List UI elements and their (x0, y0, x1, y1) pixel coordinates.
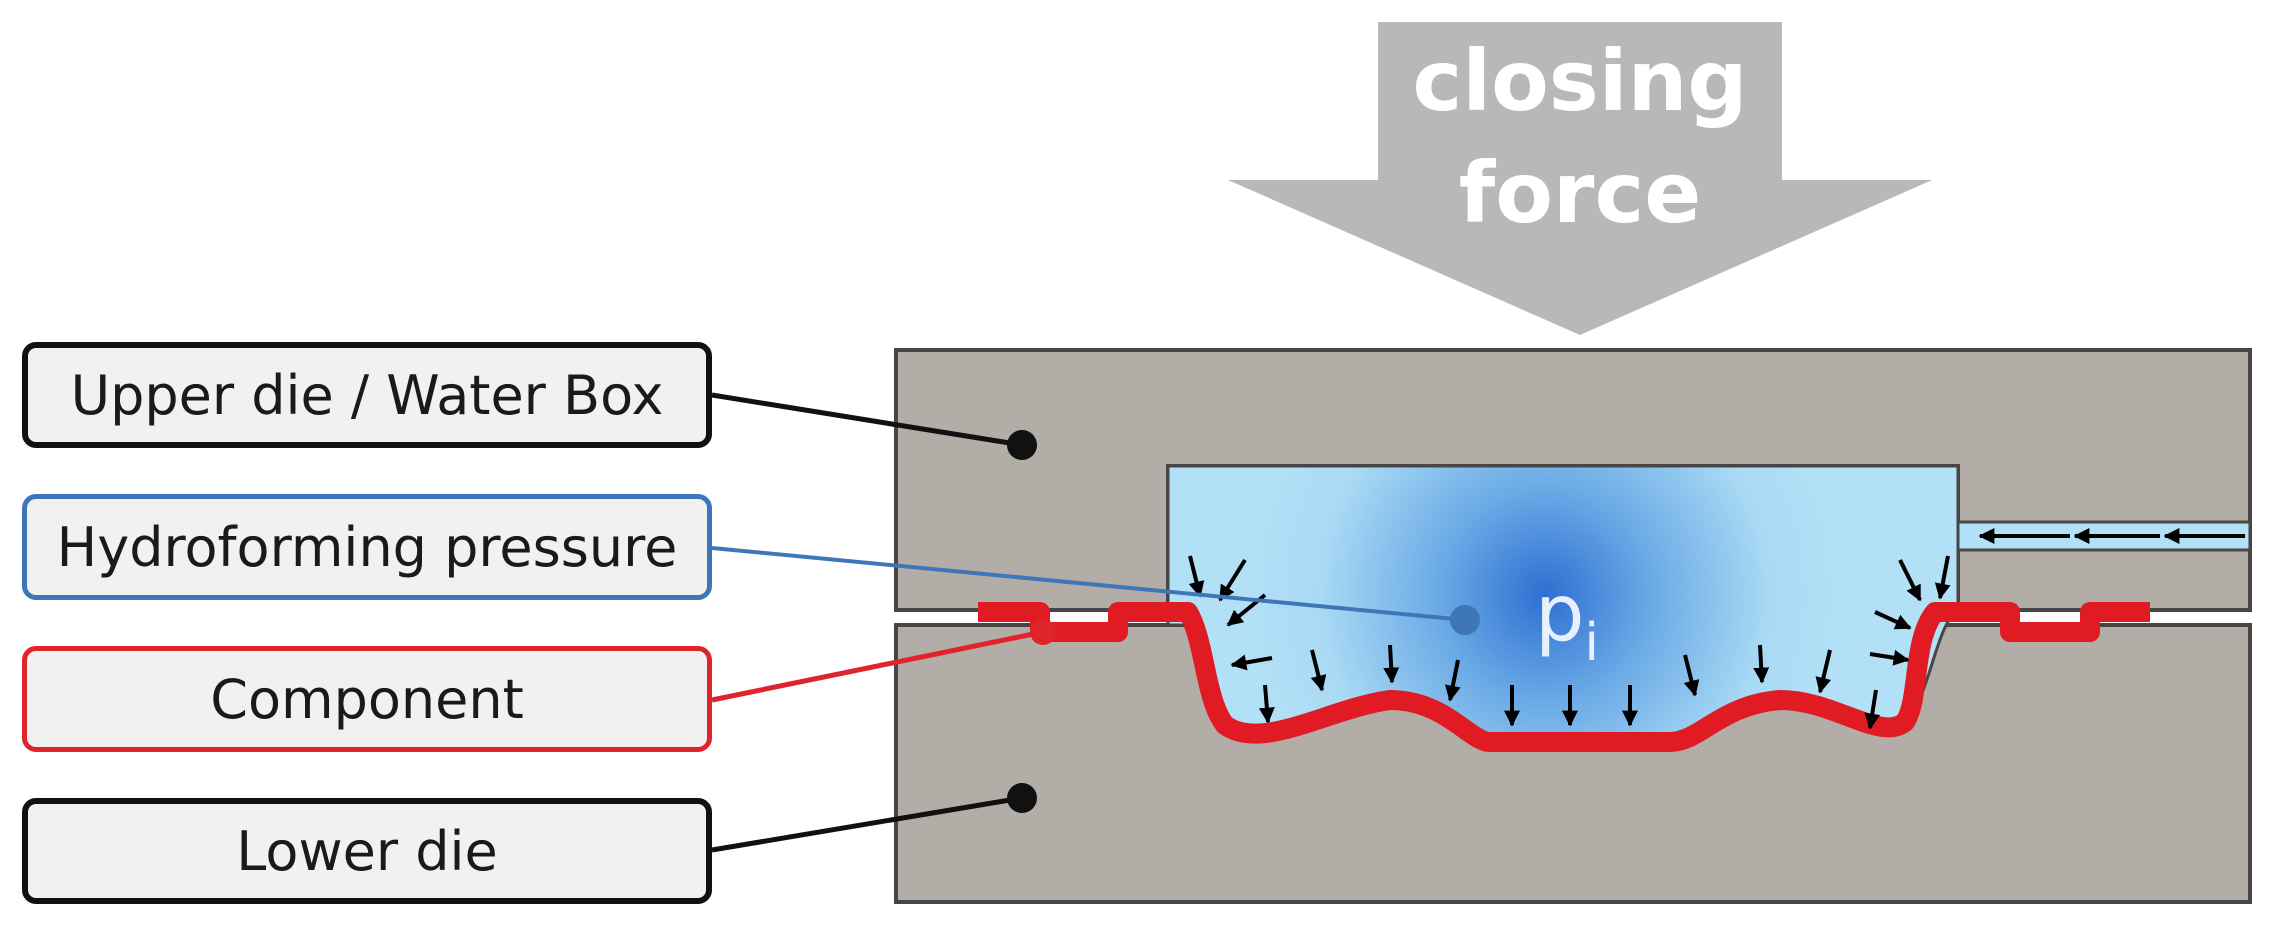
leader-dot-component (1030, 619, 1056, 645)
pressure-symbol-base: p (1535, 569, 1585, 659)
leader-component (711, 629, 1044, 703)
leader-dot-hydroforming-pressure (1450, 605, 1480, 635)
leader-dot-upper-die (1007, 430, 1037, 460)
component-sheet (978, 602, 2150, 752)
closing-force-arrow (1228, 22, 1932, 335)
pressure-symbol-subscript: i (1585, 613, 1599, 673)
label-lower-die: Lower die (22, 798, 712, 904)
leader-lower-die (711, 795, 1023, 853)
leader-upper-die (711, 392, 1023, 448)
pressure-symbol: pi (1535, 569, 1599, 673)
label-hydroforming-pressure: Hydroforming pressure (22, 494, 712, 600)
label-component: Component (22, 646, 712, 752)
label-upper-die: Upper die / Water Box (22, 342, 712, 448)
closing-force-text-line1: closing (1412, 32, 1747, 130)
closing-force-text-line2: force (1459, 144, 1701, 242)
pressure-arrows (1188, 555, 1951, 730)
leader-hydroforming-pressure (711, 546, 1466, 622)
leader-dot-lower-die (1007, 783, 1037, 813)
